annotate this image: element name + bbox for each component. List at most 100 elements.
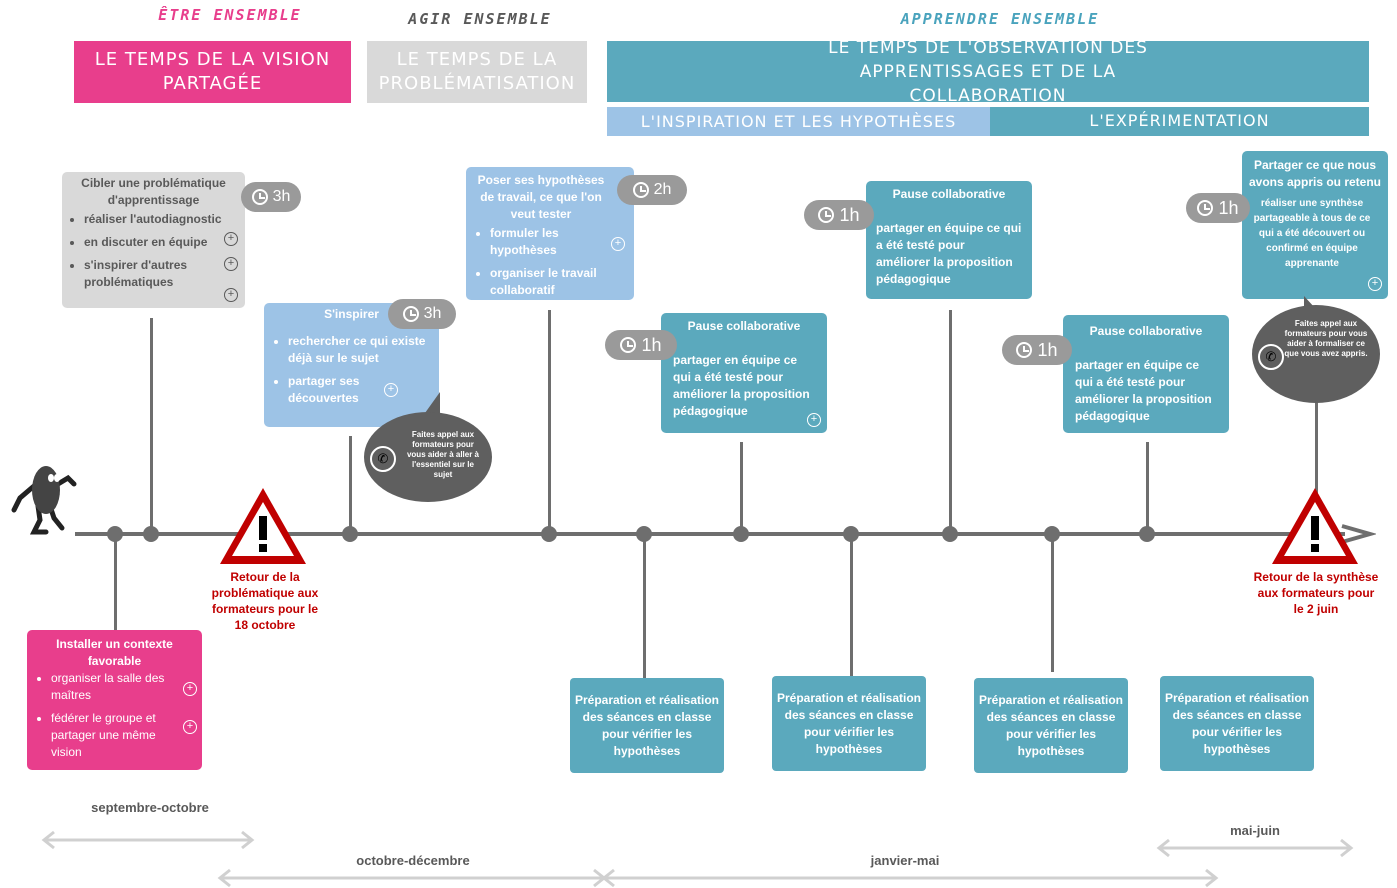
phase-apprendre-ensemble: APPRENDRE ENSEMBLE [900,10,1100,28]
card-title: S'inspirer [324,307,379,321]
duration-badge: 1h [804,200,874,230]
period-octobre-decembre: octobre-décembre [356,853,470,868]
list-item: organiser la salle des maîtres [51,670,194,704]
period-septembre-octobre: septembre-octobre [91,800,209,815]
phone-icon: ✆ [1258,344,1284,370]
warning-text-synthese: Retour de la synthèse aux formateurs pou… [1253,570,1379,616]
expand-plus-icon[interactable]: + [224,257,238,271]
card-preparation-1: Préparation et réalisation des séances e… [570,678,724,773]
expand-plus-icon[interactable]: + [224,232,238,246]
expand-plus-icon[interactable]: + [183,682,197,696]
clock-icon [251,189,268,205]
expand-plus-icon[interactable]: + [807,413,821,427]
card-title: Pause collaborative [1089,324,1203,338]
clock-icon [632,182,649,198]
duration-value: 1h [641,334,662,355]
list-item: formuler les hypothèses [490,225,626,259]
timeline-axis [75,532,1345,536]
card-title: Pause collaborative [892,187,1006,201]
timeline-dot [1139,526,1155,542]
timeline-dot [107,526,123,542]
duration-badge: 3h [388,299,456,329]
card-title: Installer un contexte favorable [56,637,173,668]
card-preparation-2: Préparation et réalisation des séances e… [772,676,926,771]
period-arrow-jan-mai [601,868,1219,888]
card-pause-collaborative-2: Pause collaborative partager en équipe c… [866,181,1032,299]
expand-plus-icon[interactable]: + [1368,277,1382,291]
duration-value: 1h [1218,197,1239,218]
timeline-dot [1044,526,1060,542]
list-item: fédérer le groupe et partager une même v… [51,710,194,761]
clock-icon [620,337,637,353]
timeline-dot [143,526,159,542]
duration-badge: 2h [617,175,687,205]
expand-plus-icon[interactable]: + [224,288,238,302]
list-item: réaliser l'autodiagnostic [84,211,239,228]
timeline-dot [342,526,358,542]
connector-prep1 [643,534,646,678]
phone-icon: ✆ [370,446,396,472]
period-janvier-mai: janvier-mai [870,853,940,868]
timeline-dot [843,526,859,542]
header-experimentation: L'EXPÉRIMENTATION [990,107,1369,136]
card-sinspirer: S'inspirer rechercher ce qui existe déjà… [264,303,439,427]
duration-badge: 1h [1186,193,1250,223]
list-item: s'inspirer d'autres problématiques [84,257,239,291]
timeline-dot [541,526,557,542]
connector-prep2 [850,534,853,678]
connector-poser [548,310,551,534]
period-arrow-oct-dec [217,868,607,888]
expand-plus-icon[interactable]: + [384,383,398,397]
connector-pause1 [740,442,743,534]
duration-value: 3h [272,188,291,205]
connector-partager [1315,400,1318,520]
card-preparation-4: Préparation et réalisation des séances e… [1160,676,1314,771]
timeline-arrowhead [1341,524,1376,544]
card-partager: Partager ce que nous avons appris ou ret… [1242,151,1388,299]
card-cibler-problematique: Cibler une problématique d'apprentissage… [62,172,245,308]
header-observation: LE TEMPS DE L'OBSERVATION DES APPRENTISS… [607,38,1369,106]
card-pause-collaborative-1: Pause collaborative partager en équipe c… [661,313,827,433]
connector-prep3 [1051,534,1054,672]
bubble-text: Faites appel aux formateurs pour vous ai… [1284,319,1368,358]
warning-text-problematique: Retour de la problématique aux formateur… [211,570,319,632]
header-inspiration: L'INSPIRATION ET LES HYPOTHÈSES [607,107,990,136]
header-vision: LE TEMPS DE LA VISION PARTAGÉE [74,41,351,103]
list-item: partager ses découvertes [288,373,431,407]
card-title: Cibler une problématique d'apprentissage [81,176,226,207]
warning-triangle-icon [1272,488,1358,564]
expand-plus-icon[interactable]: + [183,720,197,734]
duration-value: 2h [653,181,672,198]
list-item: en discuter en équipe [84,234,239,251]
clock-icon [818,207,835,223]
connector-sinspirer [349,436,352,534]
phase-agir-ensemble: AGIR ENSEMBLE [408,10,552,28]
card-preparation-3: Préparation et réalisation des séances e… [974,678,1128,773]
list-item: rechercher ce qui existe déjà sur le suj… [288,333,431,367]
card-title: Partager ce que nous avons appris ou ret… [1248,158,1382,189]
clock-icon [402,306,419,322]
duration-value: 3h [423,305,442,322]
timeline-dot [733,526,749,542]
expand-plus-icon[interactable]: + [611,237,625,251]
connector-installer [114,534,117,634]
card-installer-contexte: Installer un contexte favorable organise… [27,630,202,770]
runner-figure-icon [11,466,77,535]
card-poser-hypotheses: Poser ses hypothèses de travail, ce que … [466,167,634,300]
timeline-dot [942,526,958,542]
period-arrow-mai-juin [1156,838,1354,858]
card-pause-collaborative-3: Pause collaborative partager en équipe c… [1063,315,1229,433]
header-problematisation: LE TEMPS DE LA PROBLÉMATISATION [367,41,587,103]
clock-icon [1016,342,1033,358]
duration-value: 1h [1037,339,1058,360]
duration-badge: 1h [605,330,677,360]
list-item: organiser le travail collaboratif [490,265,626,299]
duration-value: 1h [839,204,860,225]
timeline-dot [636,526,652,542]
period-mai-juin: mai-juin [1230,823,1280,838]
warning-triangle-icon [220,488,306,564]
card-text: partager en équipe ce qui a été testé po… [673,353,810,418]
card-text: partager en équipe ce qui a été testé po… [1075,358,1212,423]
period-arrow-sept-oct [41,830,255,850]
card-title: Pause collaborative [687,319,801,333]
